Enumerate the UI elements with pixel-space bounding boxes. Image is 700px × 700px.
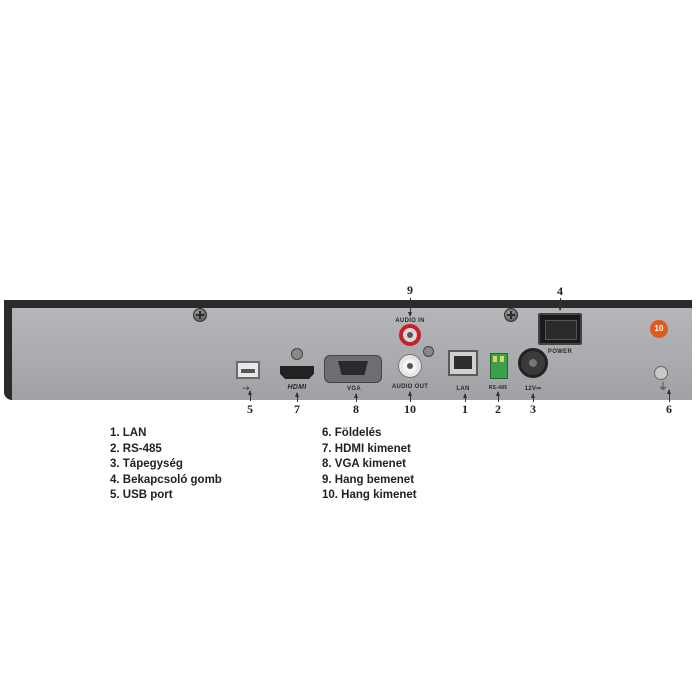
callout-5-leader [248,390,252,401]
legend-item: 8. VGA kimenet [322,458,406,470]
callout-3: 3 [530,402,536,416]
callout-2: 2 [495,402,501,416]
audio-out-jack [399,355,421,377]
legend-item: 1. LAN [110,427,147,439]
audio-in-jack [399,324,421,346]
rs485-terminal-block [490,353,508,379]
nvr-rear-panel [4,300,692,400]
vga-port [324,355,382,383]
callout-6: 6 [666,402,672,416]
callout-7: 7 [294,402,300,416]
lan-label: LAN [456,386,470,392]
callout-9-leader [408,298,412,317]
ground-symbol-icon: ⏚ [658,382,668,393]
legend-right: 6. Földelés 7. HDMI kimenet 8. VGA kimen… [322,426,417,504]
lan-port [448,350,478,376]
legend-item: 5. USB port [110,489,173,501]
callout-4: 4 [557,284,563,298]
legend-item: 9. Hang bemenet [322,473,415,486]
power-switch [538,313,582,345]
callout-5: 5 [247,402,253,416]
legend-item: 4. Bekapcsoló gomb [110,473,222,486]
callout-9: 9 [407,283,413,297]
dc-power-label: 12V⎓ [524,386,542,392]
usb-port [236,361,260,379]
callout-2-leader [496,391,500,402]
callout-8: 8 [353,402,359,416]
ground-screw [654,366,668,380]
legend-left: 1. LAN 2. RS-485 3. Tápegység 4. Bekapcs… [110,426,222,504]
callout-1-leader [463,393,467,402]
legend-item: 7. HDMI kimenet [322,442,411,455]
callout-4-leader [558,298,562,311]
callout-1: 1 [462,402,468,416]
usb-icon: → [242,384,250,394]
callout-10-leader [408,391,412,402]
vga-label: VGA [347,386,361,392]
callout-7-leader [295,392,299,402]
chassis-screw-left [193,308,207,322]
hdmi-ground-screw [291,348,303,360]
audio-ground-screw [423,346,434,357]
legend-item: 2. RS-485 [110,442,162,455]
callout-10: 10 [404,402,416,416]
callout-3-leader [531,393,535,402]
audio-in-label: AUDIO IN [395,318,425,324]
dc-power-input [518,348,548,378]
callout-8-leader [354,393,358,402]
hdmi-label: HDMI [287,384,307,391]
chassis-screw-right [504,308,518,322]
rs485-label: RS-485 [488,385,508,391]
hdmi-port [280,366,314,379]
audio-out-label: AUDIO OUT [391,384,429,390]
power-switch-label: POWER [547,349,573,355]
legend-item: 3. Tápegység [110,458,183,470]
warning-badge: 10 [650,320,668,338]
callout-6-leader [667,389,671,402]
legend-item: 10. Hang kimenet [322,489,417,501]
legend-item: 6. Földelés [322,427,382,439]
